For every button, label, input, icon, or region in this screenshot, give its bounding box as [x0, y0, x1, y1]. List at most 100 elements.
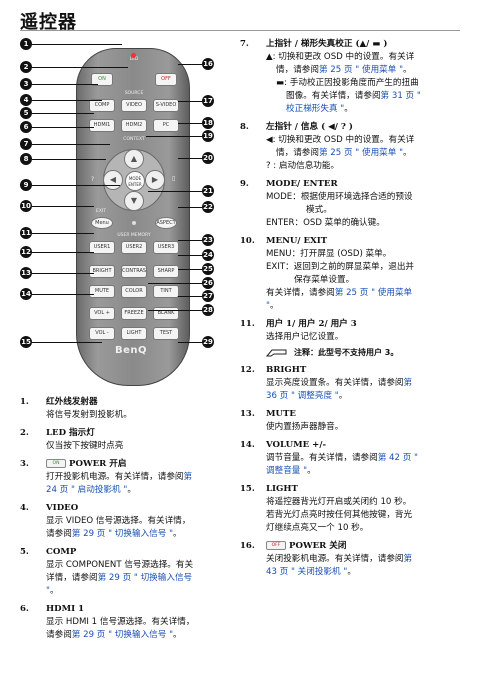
exit-label: EXIT	[95, 209, 106, 214]
blank-button[interactable]: BLANK	[153, 307, 179, 320]
page-link[interactable]: 第 31 页 "	[380, 91, 421, 101]
item-text: 显示 VIDEO 信号源选择。有关详情，	[46, 516, 191, 526]
user-memory-label: USER MEMORY	[117, 233, 151, 238]
item-text: 。	[269, 301, 279, 311]
contrast-button[interactable]: CONTRAST	[121, 265, 147, 278]
item-text: 关闭投影机电源。有关详情，请参阅	[266, 554, 404, 564]
bright-button[interactable]: BRIGHT	[89, 265, 115, 278]
list-item: 9. MODE/ ENTER MODE：根据使用环境选择合适的预设 模式。 EN…	[240, 178, 462, 230]
item-number: 9.	[240, 179, 249, 189]
item-number: 11.	[240, 319, 255, 329]
item-text: 打开投影机电源。有关详情，请参阅	[46, 472, 184, 482]
mode-enter-button[interactable]: MODE ENTER	[125, 171, 145, 191]
list-item: 13. MUTE 使内置扬声器静音。	[240, 408, 462, 434]
page-link[interactable]: 第 29 页 " 切换输入信号 "	[71, 529, 174, 539]
leader-line	[32, 294, 94, 295]
dot-indicator	[132, 221, 136, 225]
up-arrow-icon[interactable]: ▲	[124, 149, 144, 169]
test-button[interactable]: TEST	[153, 327, 179, 340]
page-link[interactable]: "	[266, 301, 270, 311]
right-arrow-icon[interactable]: ▶	[145, 170, 165, 190]
color-button[interactable]: COLOR	[121, 285, 147, 298]
page-link[interactable]: 第 25 页 " 使用菜单 "	[318, 148, 404, 158]
leader-line	[32, 144, 110, 145]
sharp-button[interactable]: SHARP	[153, 265, 179, 278]
power-on-button[interactable]: ON	[91, 73, 113, 86]
user3-button[interactable]: USER3	[153, 241, 179, 254]
page-link[interactable]: 36 页 " 调整亮度 "	[266, 391, 339, 401]
item-heading: MENU/ EXIT	[266, 236, 328, 246]
leader-line	[32, 67, 128, 68]
item-text: 显示亮度设置条。有关详情，请参阅	[266, 378, 404, 388]
page-link[interactable]: 第 29 页 " 切换输入信号 "	[71, 630, 174, 640]
item-number: 13.	[240, 409, 255, 419]
item-text: 。	[403, 148, 412, 158]
page-link[interactable]: 第 29 页 " 切换输入信号	[97, 573, 193, 583]
tint-button[interactable]: TINT	[153, 285, 179, 298]
menu-button[interactable]: Menu	[91, 217, 113, 229]
page-link[interactable]: 校正梯形失真 "	[286, 104, 345, 114]
callout-20: 20	[202, 152, 214, 164]
item-text: 灯继续点亮又一个 10 秒。	[266, 523, 369, 533]
s-video-button[interactable]: S-VIDEO	[153, 99, 179, 112]
note-hand-icon	[266, 349, 287, 356]
mute-button[interactable]: MUTE	[89, 285, 115, 298]
page-link[interactable]: 第 25 页 " 使用菜单 "	[318, 65, 404, 75]
callout-11: 11	[20, 227, 32, 239]
freeze-button[interactable]: FREEZE	[121, 307, 147, 320]
callout-22: 22	[202, 201, 214, 213]
power-off-icon: OFF	[266, 541, 286, 550]
page-link[interactable]: 调整音量 "	[266, 466, 308, 476]
power-off-button[interactable]: OFF	[155, 73, 177, 86]
item-heading: 上指针 / 梯形失真校正 (▲/ ▬ )	[266, 39, 388, 49]
led-indicator	[131, 53, 136, 58]
item-text: 。	[127, 485, 136, 495]
list-item: 7. 上指针 / 梯形失真校正 (▲/ ▬ ) ▲: 切换和更改 OSD 中的设…	[240, 38, 462, 116]
hdmi1-button[interactable]: HDMI1	[89, 119, 115, 132]
leader-line	[178, 64, 202, 65]
page-link[interactable]: 第	[403, 554, 413, 564]
remote-body: LED ON OFF SOURCE COMP VIDEO S-VIDEO HDM…	[76, 48, 190, 386]
callout-15: 15	[20, 336, 32, 348]
light-button[interactable]: LIGHT	[121, 327, 147, 340]
down-arrow-icon[interactable]: ▼	[124, 191, 144, 211]
page-link[interactable]: 第 25 页 " 使用菜单	[334, 288, 413, 298]
video-button[interactable]: VIDEO	[121, 99, 147, 112]
list-item: 5. COMP 显示 COMPONENT 信号源选择。有关 详情，请参阅第 29…	[20, 546, 232, 598]
callout-21: 21	[202, 185, 214, 197]
comp-button[interactable]: COMP	[89, 99, 115, 112]
item-text: 将遥控器背光灯开启或关闭约 10 秒。	[266, 497, 412, 507]
aspect-button[interactable]: ASPECT	[155, 217, 177, 229]
item-text: 。	[338, 391, 348, 401]
callout-2: 2	[20, 61, 32, 73]
volume-up-button[interactable]: VOL +	[89, 307, 115, 320]
user2-button[interactable]: USER2	[121, 241, 147, 254]
page-link[interactable]: 24 页 " 启动投影机 "	[46, 485, 128, 495]
page-title: 遥控器	[20, 12, 77, 33]
leader-line	[178, 296, 202, 297]
page-link[interactable]: 第	[403, 378, 413, 388]
leader-line	[32, 233, 94, 234]
page-link[interactable]: 43 页 " 关闭投影机 "	[266, 567, 348, 577]
callout-9: 9	[20, 179, 32, 191]
list-item: 11. 用户 1/ 用户 2/ 用户 3 选择用户记忆设置。 注释：此型号不支持…	[240, 318, 462, 359]
left-arrow-icon[interactable]: ◀	[103, 170, 123, 190]
page-link[interactable]: "	[46, 586, 50, 596]
item-heading: POWER 关闭	[289, 541, 347, 551]
item-text: 显示 COMPONENT 信号源选择。有关	[46, 560, 194, 570]
hdmi2-button[interactable]: HDMI2	[121, 119, 147, 132]
user1-button[interactable]: USER1	[89, 241, 115, 254]
page-link[interactable]: 第 42 页 "	[377, 453, 419, 463]
item-text: : 手动校正因投影角度而产生的扭曲	[284, 78, 419, 88]
leader-line	[32, 84, 98, 85]
page-link[interactable]: 第	[183, 472, 193, 482]
list-item: 8. 左指针 / 信息 ( ◀/ ? ) ◀: 切换和更改 OSD 中的设置。有…	[240, 121, 462, 173]
list-item: 1. 红外线发射器 将信号发射到投影机。	[20, 396, 232, 422]
callout-12: 12	[20, 246, 32, 258]
callout-14: 14	[20, 288, 32, 300]
brand-logo: BenQ	[115, 345, 148, 356]
pc-button[interactable]: PC	[153, 119, 179, 132]
volume-down-button[interactable]: VOL -	[89, 327, 115, 340]
lock-icon: ▯	[172, 175, 176, 182]
